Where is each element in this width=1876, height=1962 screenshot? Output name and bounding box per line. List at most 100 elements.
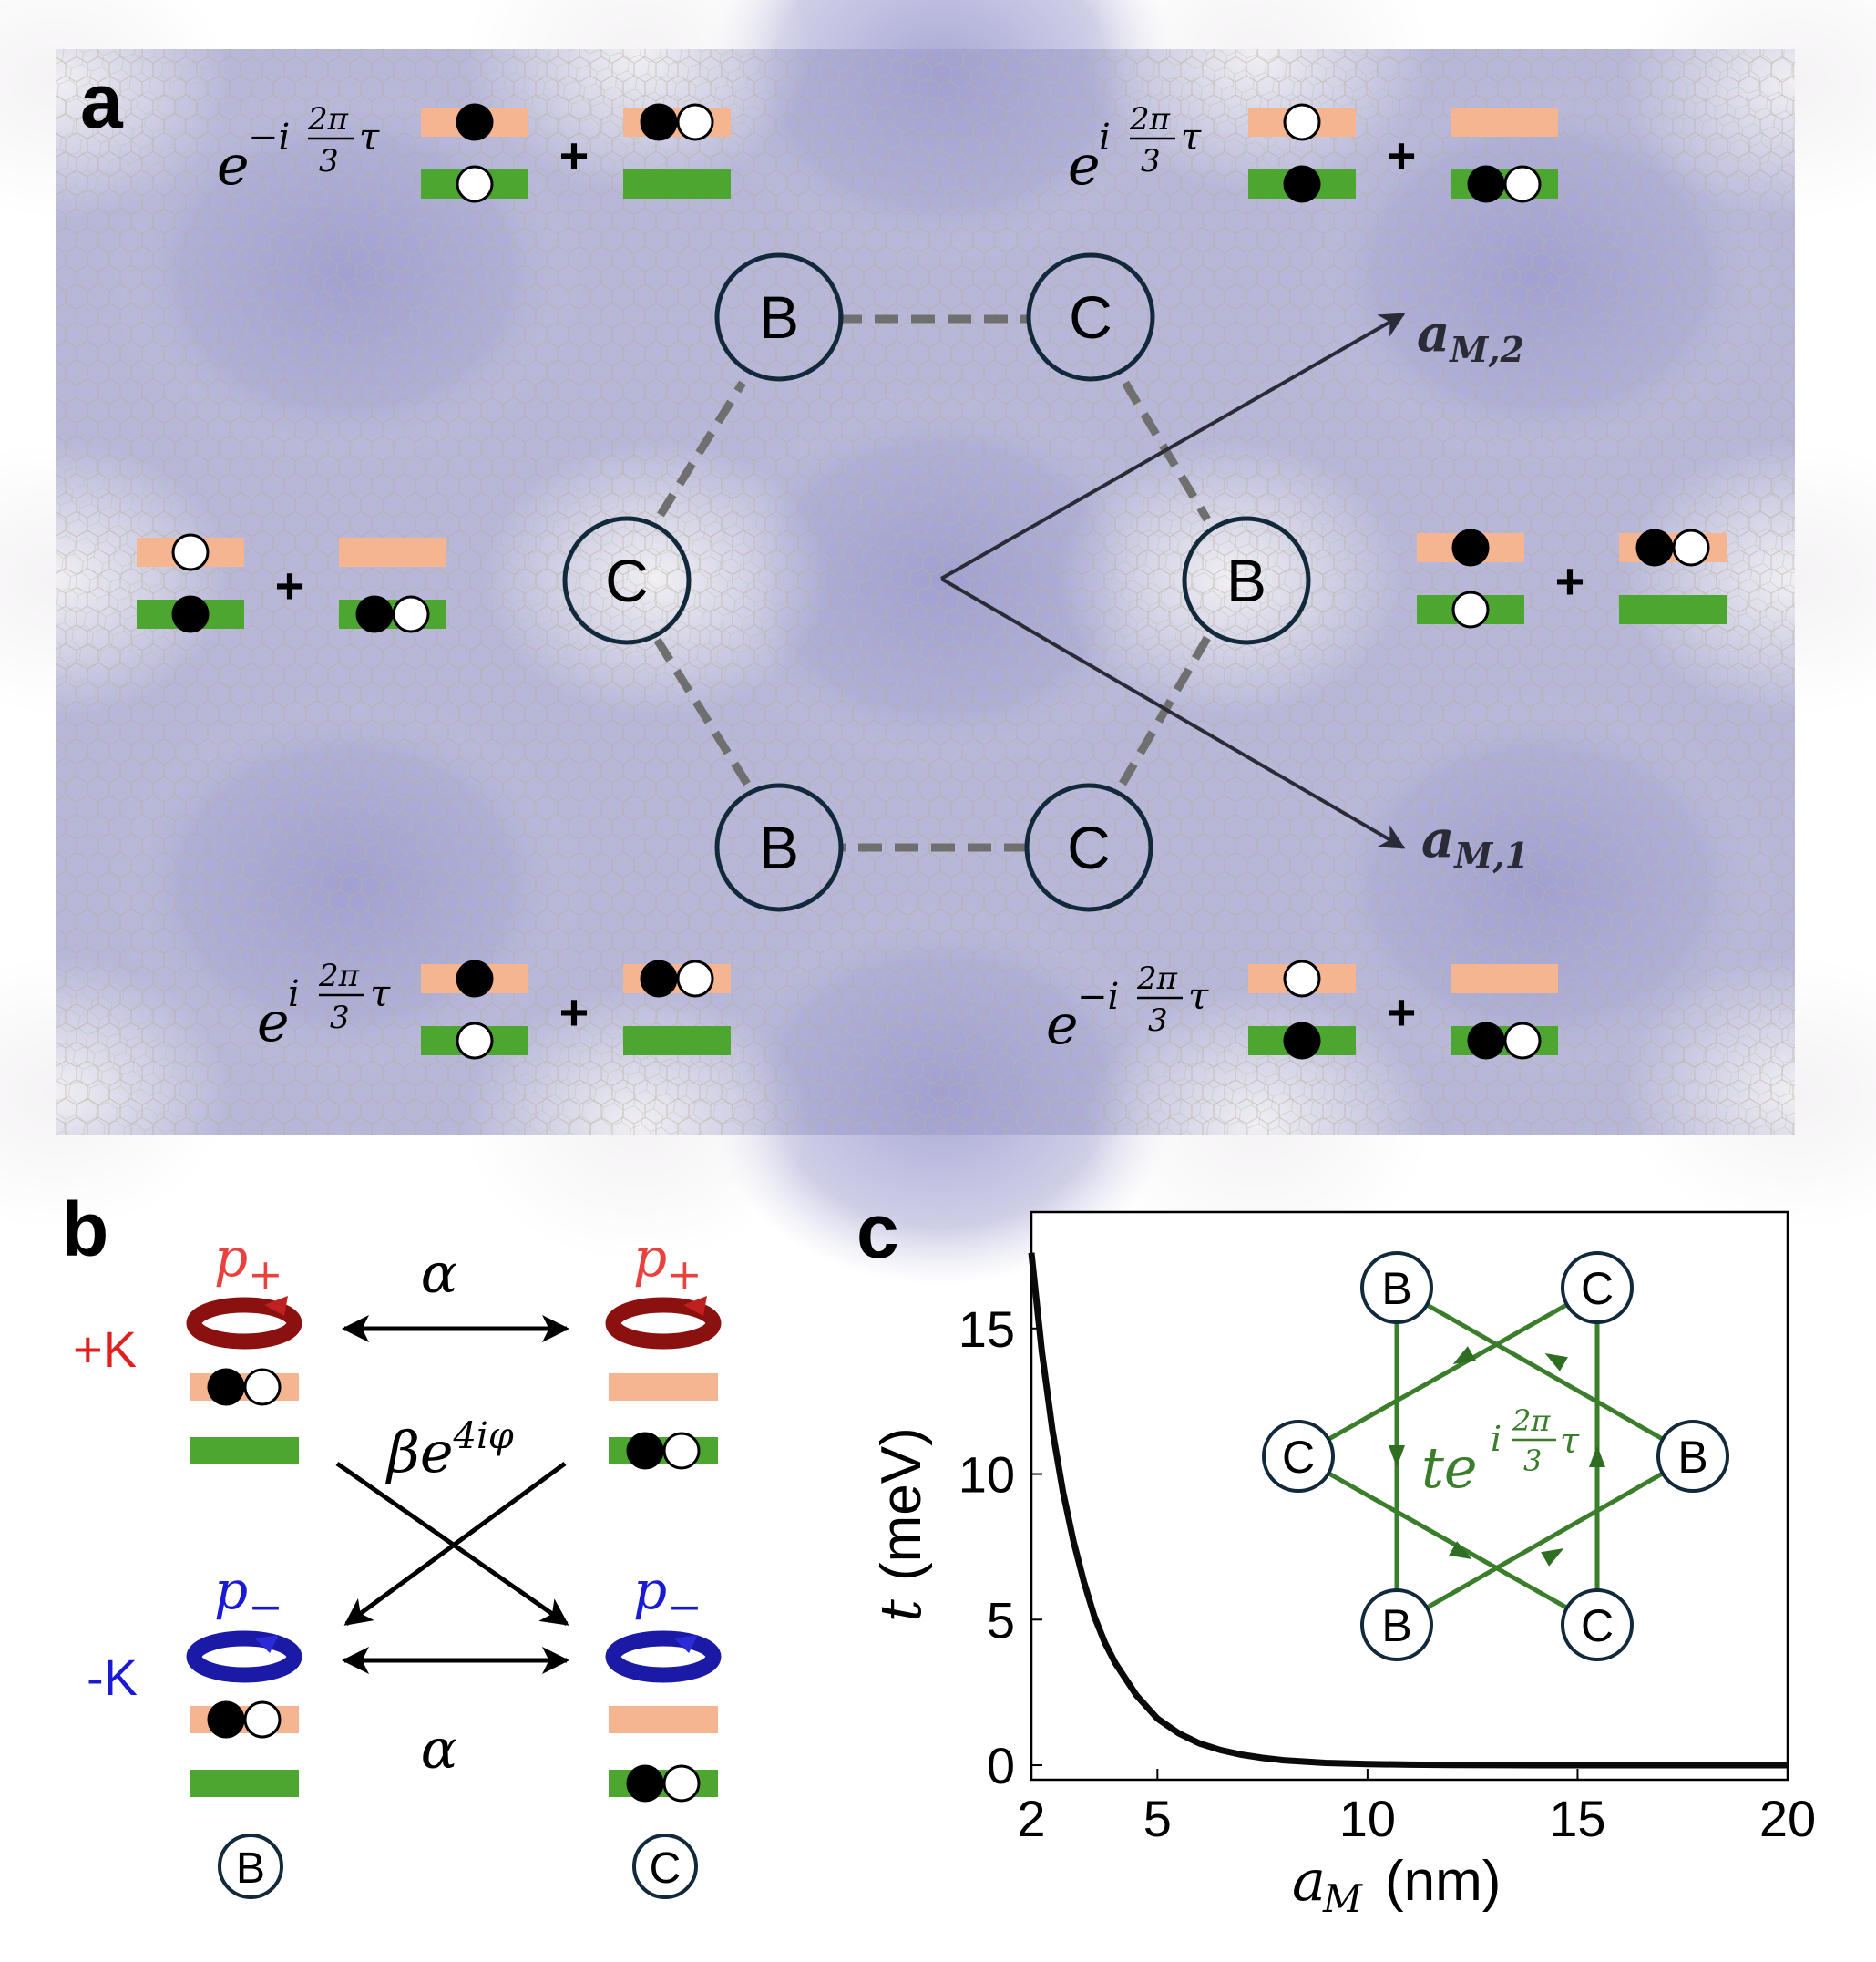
svg-text:τ: τ [370, 973, 391, 1015]
valley-minus-k: -K [87, 1649, 138, 1706]
svg-text:e: e [1068, 134, 1101, 198]
svg-text:+: + [1387, 983, 1417, 1041]
level-pair [1248, 960, 1356, 1060]
svg-text:B: B [1226, 547, 1266, 614]
svg-text:2π: 2π [1512, 1403, 1551, 1438]
svg-text:−i: −i [248, 117, 290, 159]
level-pair [421, 103, 528, 203]
site-b: B [714, 252, 844, 382]
orbital-configurations: ++++++ [137, 103, 1727, 1060]
svg-text:+: + [1387, 127, 1417, 184]
svg-text:e: e [217, 134, 250, 198]
p-minus-label-b: p− [214, 1559, 283, 1631]
svg-text:3: 3 [330, 1000, 350, 1036]
inset-site-c: C [1561, 1251, 1634, 1324]
lattice-vectors: aM,2 aM,1 [939, 303, 1529, 876]
x-tick-label: 2 [1017, 1790, 1045, 1847]
svg-text:B: B [759, 283, 799, 351]
svg-text:2π: 2π [1129, 101, 1171, 138]
beta-label: βe4iφ [385, 1415, 514, 1485]
svg-text:2π: 2π [318, 958, 360, 994]
svg-text:τ: τ [1188, 976, 1209, 1018]
svg-text:B: B [759, 814, 799, 881]
svg-text:τ: τ [1181, 117, 1202, 159]
vector-a-m1: aM,1 [1421, 809, 1529, 876]
level-pair [190, 1700, 299, 1797]
svg-text:e: e [257, 991, 290, 1054]
svg-text:B: B [236, 1844, 265, 1893]
p-plus-label-c: p+ [633, 1227, 702, 1299]
level-pair [339, 538, 446, 633]
x-tick-label: 15 [1549, 1790, 1605, 1847]
svg-text:+: + [559, 127, 589, 184]
svg-text:C: C [1581, 1600, 1614, 1651]
level-pair [623, 103, 731, 199]
y-tick-label: 0 [987, 1737, 1015, 1794]
inset-site-c: C [1262, 1420, 1335, 1493]
panel-label-a: a [80, 58, 124, 144]
svg-text:C: C [1067, 814, 1111, 881]
orbital-ring-minus-c [605, 1630, 722, 1683]
svg-text:3: 3 [1523, 1443, 1542, 1478]
inset-site-b: B [1360, 1588, 1433, 1661]
orbital-ring-minus-b [186, 1630, 302, 1683]
svg-text:te: te [1421, 1434, 1478, 1501]
svg-text:−i: −i [1077, 976, 1119, 1018]
site-c: C [1026, 252, 1155, 382]
alpha-label-bottom: α [421, 1718, 458, 1782]
phase-factor: ei 2π 3τ [1068, 101, 1202, 198]
level-pair [1417, 529, 1524, 629]
svg-text:C: C [1069, 283, 1112, 351]
site-b: B [714, 783, 844, 912]
orbital-ring-plus-c [605, 1296, 722, 1350]
panel-label-b: b [62, 1186, 108, 1272]
site-c: C [1024, 783, 1153, 912]
svg-text:+: + [275, 557, 305, 614]
level-pair [1451, 108, 1558, 203]
inset-site-b: B [1360, 1251, 1433, 1324]
valley-plus-k: +K [73, 1320, 137, 1378]
svg-text:τ: τ [359, 117, 380, 159]
x-axis-title: a M (nm) [1292, 1847, 1501, 1921]
svg-text:τ: τ [1560, 1421, 1580, 1461]
level-pair [1451, 964, 1558, 1060]
svg-text:2π: 2π [307, 101, 349, 138]
phase-factor: ei 2π 3τ [257, 958, 391, 1054]
orbital-levels-b [190, 1368, 718, 1803]
site-label-c: C [632, 1834, 698, 1899]
svg-text:B: B [1381, 1600, 1411, 1651]
svg-text:i: i [288, 973, 300, 1015]
level-pair [1248, 103, 1356, 203]
p-plus-label-b: p+ [214, 1227, 283, 1299]
t-vs-am-curve [1028, 1252, 1788, 1769]
level-pair [609, 1706, 718, 1803]
alpha-label-top: α [421, 1242, 458, 1306]
p-minus-label-c: p− [633, 1559, 702, 1631]
svg-text:+: + [1555, 552, 1585, 610]
svg-text:3: 3 [1141, 143, 1161, 180]
svg-text:t: t [867, 1599, 934, 1622]
svg-text:M: M [1322, 1876, 1363, 1921]
x-tick-label: 10 [1339, 1790, 1396, 1847]
vector-a-m2: aM,2 [1417, 303, 1524, 370]
hopping-beta-2 [343, 1461, 567, 1627]
svg-text:C: C [605, 547, 649, 614]
y-tick-label: 15 [959, 1300, 1015, 1358]
svg-text:i: i [1099, 117, 1111, 159]
level-pair [623, 960, 731, 1055]
site-label-b: B [218, 1834, 283, 1899]
level-pair [137, 533, 244, 633]
site-b: B [1182, 516, 1311, 645]
svg-text:B: B [1677, 1432, 1707, 1483]
inset-site-c: C [1561, 1588, 1634, 1661]
panel-b: b p+ p+ p− p− +K -K [62, 1186, 722, 1899]
